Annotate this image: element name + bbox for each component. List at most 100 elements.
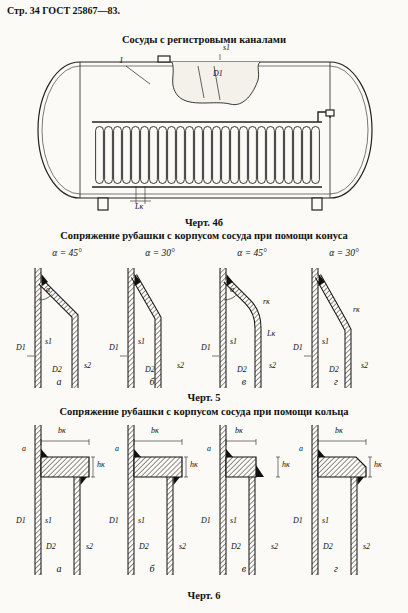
- ring-joint: [223, 425, 280, 575]
- dimension-label: s2: [176, 362, 185, 371]
- dim-line: [134, 439, 182, 445]
- dimension-label: bк: [150, 427, 160, 436]
- wall-outline: [134, 276, 158, 388]
- dimension-label: s1: [137, 338, 146, 347]
- callout-number: 1: [118, 56, 125, 66]
- wall-hatch: [41, 282, 75, 388]
- dimension-label: s2: [268, 362, 277, 371]
- ring-joint: [315, 425, 372, 575]
- wall-outline: [220, 425, 227, 575]
- dimension-label: Черт. 5: [187, 392, 222, 404]
- ring-joint: [38, 425, 95, 575]
- weld: [318, 449, 325, 457]
- dimension-label: rк: [352, 306, 361, 315]
- dimension-label: a: [21, 445, 27, 454]
- ring-joint: [131, 425, 188, 575]
- weld: [227, 274, 234, 286]
- dimension-label: б: [148, 563, 155, 574]
- dimension-label: D1: [200, 344, 212, 353]
- dimension-label: а: [56, 376, 63, 387]
- wall-hatch: [168, 477, 173, 575]
- weld: [226, 449, 233, 457]
- dim-line: [276, 457, 280, 477]
- dim-line: [27, 356, 34, 357]
- angle-arc: [224, 295, 237, 300]
- dim-line: [120, 356, 127, 357]
- wall-hatch: [36, 268, 41, 388]
- dimension-label: α = 45°: [51, 248, 82, 258]
- dimension-label: bк: [234, 427, 244, 436]
- figure-caption: Черт. 4б: [184, 217, 224, 229]
- dimension-label: α: [45, 286, 51, 295]
- cone-joint: [304, 268, 348, 388]
- dimension-label: α = 30°: [144, 248, 175, 258]
- wall-outline: [318, 276, 348, 388]
- weld: [42, 274, 49, 286]
- dimension-label: bк: [57, 427, 67, 436]
- dimension-label: Lк: [134, 203, 144, 212]
- dimension-label: α: [229, 286, 235, 295]
- figure-title: Сопряжение рубашки с корпусом сосуда при…: [59, 230, 348, 242]
- dimension-label: s1: [321, 338, 330, 347]
- dimension-label: s2: [362, 543, 371, 552]
- wall-outline: [128, 268, 135, 388]
- wall-outline: [74, 477, 81, 575]
- wall-hatch: [129, 268, 134, 388]
- wall-hatch: [318, 276, 348, 388]
- dim-line: [226, 439, 256, 445]
- wall-outline: [312, 268, 319, 388]
- dimension-label: г: [333, 563, 339, 574]
- ring: [134, 457, 182, 477]
- dimension-label: D1: [212, 70, 224, 79]
- figure-title: Сосуды с регистровыми каналами: [121, 34, 287, 46]
- dimension-label: г: [333, 376, 339, 387]
- dimension-label: s2: [270, 543, 279, 552]
- dimension-label: D2: [236, 366, 248, 375]
- dimension-label: Черт. 6: [187, 590, 222, 602]
- ring: [226, 457, 256, 477]
- dimension-label: s2: [178, 543, 187, 552]
- dimension-label: s1: [44, 338, 53, 347]
- wall-outline: [35, 425, 42, 575]
- dimension-label: s1: [321, 517, 330, 526]
- dimension-label: D1: [15, 517, 27, 526]
- dimension-label: D1: [292, 517, 304, 526]
- weld: [81, 477, 88, 485]
- wall-hatch: [313, 425, 318, 575]
- dimension-label: bк: [334, 427, 344, 436]
- wall-hatch: [226, 280, 258, 388]
- dimension-label: D2: [144, 366, 156, 375]
- dimension-label: s2: [85, 543, 94, 552]
- weld: [41, 449, 48, 457]
- dim-line: [184, 457, 188, 477]
- dimension-label: s1: [222, 44, 231, 53]
- dimension-label: D1: [108, 517, 120, 526]
- cone-joint: [212, 268, 258, 388]
- wall-hatch: [250, 477, 255, 575]
- ring: [41, 457, 89, 477]
- dimension-label: a: [114, 445, 120, 454]
- weld: [134, 449, 141, 457]
- dimension-label: hк: [373, 461, 383, 470]
- dimension-label: D2: [51, 366, 63, 375]
- dimension-label: s1: [229, 517, 238, 526]
- wall-outline: [351, 477, 358, 575]
- dim-line: [318, 439, 366, 445]
- weld: [256, 465, 264, 477]
- wall-hatch: [313, 268, 318, 388]
- wall-outline: [220, 268, 227, 388]
- wall-outline: [128, 425, 135, 575]
- wall-hatch: [134, 276, 158, 388]
- cone-joint: [27, 268, 75, 388]
- wall-outline: [167, 477, 174, 575]
- dim-line: [212, 356, 219, 357]
- weld: [358, 477, 365, 485]
- weld: [319, 274, 326, 286]
- dimension-label: hк: [96, 461, 106, 470]
- dimension-label: s2: [360, 362, 369, 371]
- dimension-label: Lк: [266, 330, 276, 339]
- angle-arc: [39, 295, 52, 300]
- dimension-label: a: [206, 445, 212, 454]
- wall-hatch: [352, 477, 357, 575]
- dimension-label: б: [148, 376, 155, 387]
